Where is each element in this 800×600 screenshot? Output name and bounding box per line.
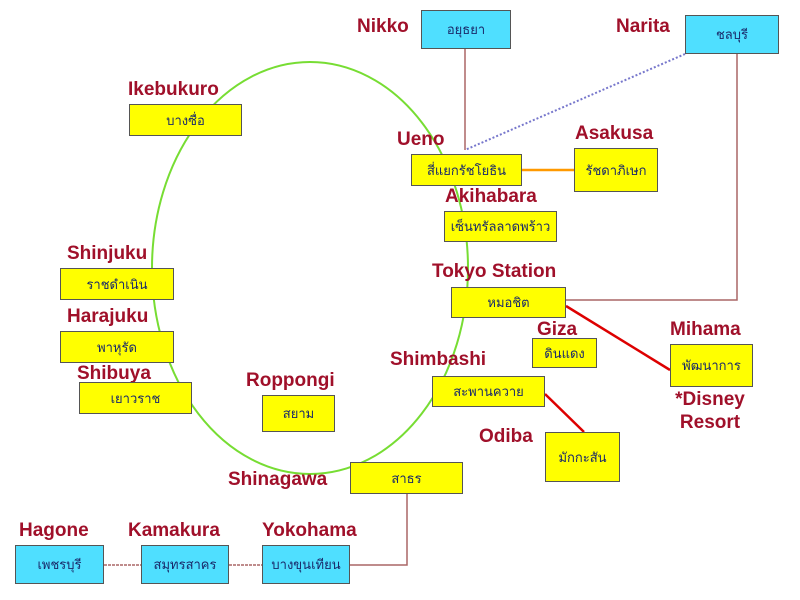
harajuku-label: Harajuku xyxy=(67,306,149,327)
akihabara-label: Akihabara xyxy=(445,186,537,207)
odiba-label: Odiba xyxy=(479,426,533,447)
nikko-box: อยุธยา xyxy=(421,10,511,49)
narita-tokyo-line xyxy=(566,54,738,301)
ikebukuro-label: Ikebukuro xyxy=(128,79,219,100)
shimbashi-box: สะพานควาย xyxy=(432,376,545,407)
giza-box: ดินแดง xyxy=(532,338,597,368)
shimbashi-label: Shimbashi xyxy=(390,349,487,370)
kamakura-label: Kamakura xyxy=(128,520,220,541)
disney-note-line1: *Disney xyxy=(675,389,745,410)
roppongi-box: สยาม xyxy=(262,395,335,432)
kamakura-box: สมุทรสาคร xyxy=(141,545,229,584)
yokohama-box: บางขุนเทียน xyxy=(262,545,350,584)
roppongi-label: Roppongi xyxy=(246,370,335,391)
yokohama-label: Yokohama xyxy=(262,520,357,541)
shibuya-label: Shibuya xyxy=(77,363,151,384)
tokyo-station-label: Tokyo Station xyxy=(432,261,557,282)
shibuya-box: เยาวราช xyxy=(79,382,192,414)
shinagawa-label: Shinagawa xyxy=(228,469,328,490)
shinagawa-box: สาธร xyxy=(350,462,463,494)
yokohama-line xyxy=(350,494,408,566)
asakusa-box: รัชดาภิเษก xyxy=(574,148,658,192)
mihama-label: Mihama xyxy=(670,319,741,340)
shinjuku-box: ราชดำเนิน xyxy=(60,268,174,300)
hagone-box: เพชรบุรี xyxy=(15,545,104,584)
akihabara-box: เซ็นทรัลลาดพร้าว xyxy=(444,211,557,242)
narita-label: Narita xyxy=(616,16,670,37)
narita-box: ชลบุรี xyxy=(685,15,779,54)
mihama-box: พัฒนาการ xyxy=(670,344,753,387)
ueno-label: Ueno xyxy=(397,129,445,150)
harajuku-box: พาหุรัด xyxy=(60,331,174,363)
mihama-line xyxy=(565,304,671,372)
giza-label: Giza xyxy=(537,319,578,340)
disney-note-line2: Resort xyxy=(679,412,741,433)
ikebukuro-box: บางซื่อ xyxy=(129,104,242,136)
asakusa-label: Asakusa xyxy=(575,123,654,144)
ueno-box: สี่แยกรัชโยธิน xyxy=(411,154,522,186)
shinjuku-label: Shinjuku xyxy=(67,243,148,264)
tokyo-station-box: หมอชิต xyxy=(451,287,566,318)
odiba-line xyxy=(544,393,585,433)
nikko-label: Nikko xyxy=(357,16,409,37)
hagone-label: Hagone xyxy=(19,520,89,541)
narita-ueno-line xyxy=(464,53,686,151)
odiba-box: มักกะสัน xyxy=(545,432,620,482)
